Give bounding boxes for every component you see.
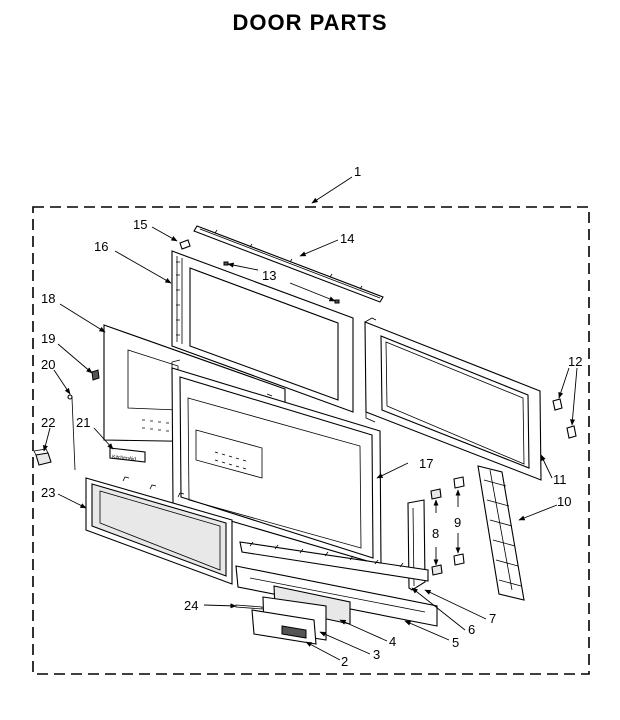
page-title: DOOR PARTS — [232, 10, 388, 35]
callout-15: 15 — [133, 217, 147, 232]
callout-9: 9 — [454, 515, 461, 530]
part-9-clips — [453, 476, 465, 566]
callout-1: 1 — [354, 164, 361, 179]
callout-2: 2 — [341, 654, 348, 669]
callout-7: 7 — [489, 611, 496, 626]
callout-numbers: 1 2 3 4 5 6 7 8 9 10 11 12 13 14 15 16 1… — [41, 164, 582, 669]
callout-4: 4 — [389, 634, 396, 649]
callout-24: 24 — [184, 598, 198, 613]
part-20-wire — [67, 394, 76, 471]
part-23-window-screen — [85, 476, 233, 585]
part-17-door-frame — [171, 359, 382, 566]
callout-20: 20 — [41, 357, 55, 372]
part-12-hinge-pins — [552, 398, 577, 439]
part-22-block — [33, 448, 52, 466]
part-21-logo-badge: KitchenAid — [109, 447, 146, 463]
part-8-pads — [430, 488, 443, 576]
callout-12: 12 — [568, 354, 582, 369]
callout-14: 14 — [340, 231, 354, 246]
part-16-inner-frame — [171, 250, 354, 413]
callout-19: 19 — [41, 331, 55, 346]
callout-18: 18 — [41, 291, 55, 306]
part-10-side-trim — [477, 465, 525, 601]
callout-17: 17 — [419, 456, 433, 471]
callout-11: 11 — [553, 472, 567, 487]
part-15-clip — [179, 239, 191, 250]
callout-16: 16 — [94, 239, 108, 254]
part-7-lower-rail — [239, 541, 429, 582]
part-2-keypad — [251, 609, 317, 645]
callout-13: 13 — [262, 268, 276, 283]
assembly-boundary — [32, 206, 590, 675]
callout-5: 5 — [452, 635, 459, 650]
part-5-control-bracket — [235, 565, 438, 627]
part-14-top-strip — [193, 225, 384, 303]
callout-8: 8 — [432, 526, 439, 541]
callout-22: 22 — [41, 415, 55, 430]
leader-lines — [42, 176, 578, 661]
callout-6: 6 — [468, 622, 475, 637]
callout-3: 3 — [373, 647, 380, 662]
part-19-connector — [91, 369, 100, 381]
callout-10: 10 — [557, 494, 571, 509]
logo-text: KitchenAid — [112, 454, 137, 462]
callout-23: 23 — [41, 485, 55, 500]
part-24-ribbon — [235, 604, 263, 610]
part-11-door-frame — [364, 317, 542, 481]
callout-21: 21 — [76, 415, 90, 430]
